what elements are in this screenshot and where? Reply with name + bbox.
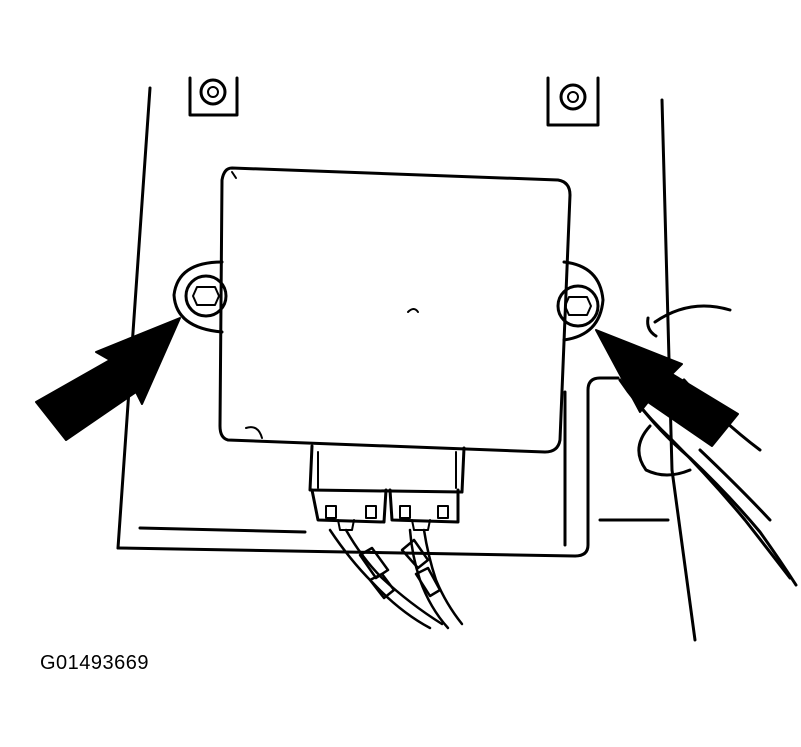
- right-arrow: [595, 329, 739, 447]
- top-right-nut-icon: [559, 83, 587, 111]
- right-mounting-nut: [556, 284, 600, 328]
- wire-harness: [328, 528, 464, 630]
- left-arrow: [35, 317, 181, 441]
- mounting-panel: [116, 86, 697, 642]
- connector-housing: [308, 444, 466, 494]
- top-right-tab: [546, 76, 600, 127]
- left-mounting-nut: [184, 274, 228, 318]
- figure-id-label: G01493669: [40, 652, 150, 674]
- left-electrical-connector: [310, 488, 388, 531]
- top-left-nut-icon: [199, 78, 227, 106]
- right-electrical-connector: [388, 488, 460, 531]
- top-left-tab: [188, 76, 239, 117]
- control-module: [172, 166, 605, 454]
- right-cable-bundle: [618, 304, 798, 587]
